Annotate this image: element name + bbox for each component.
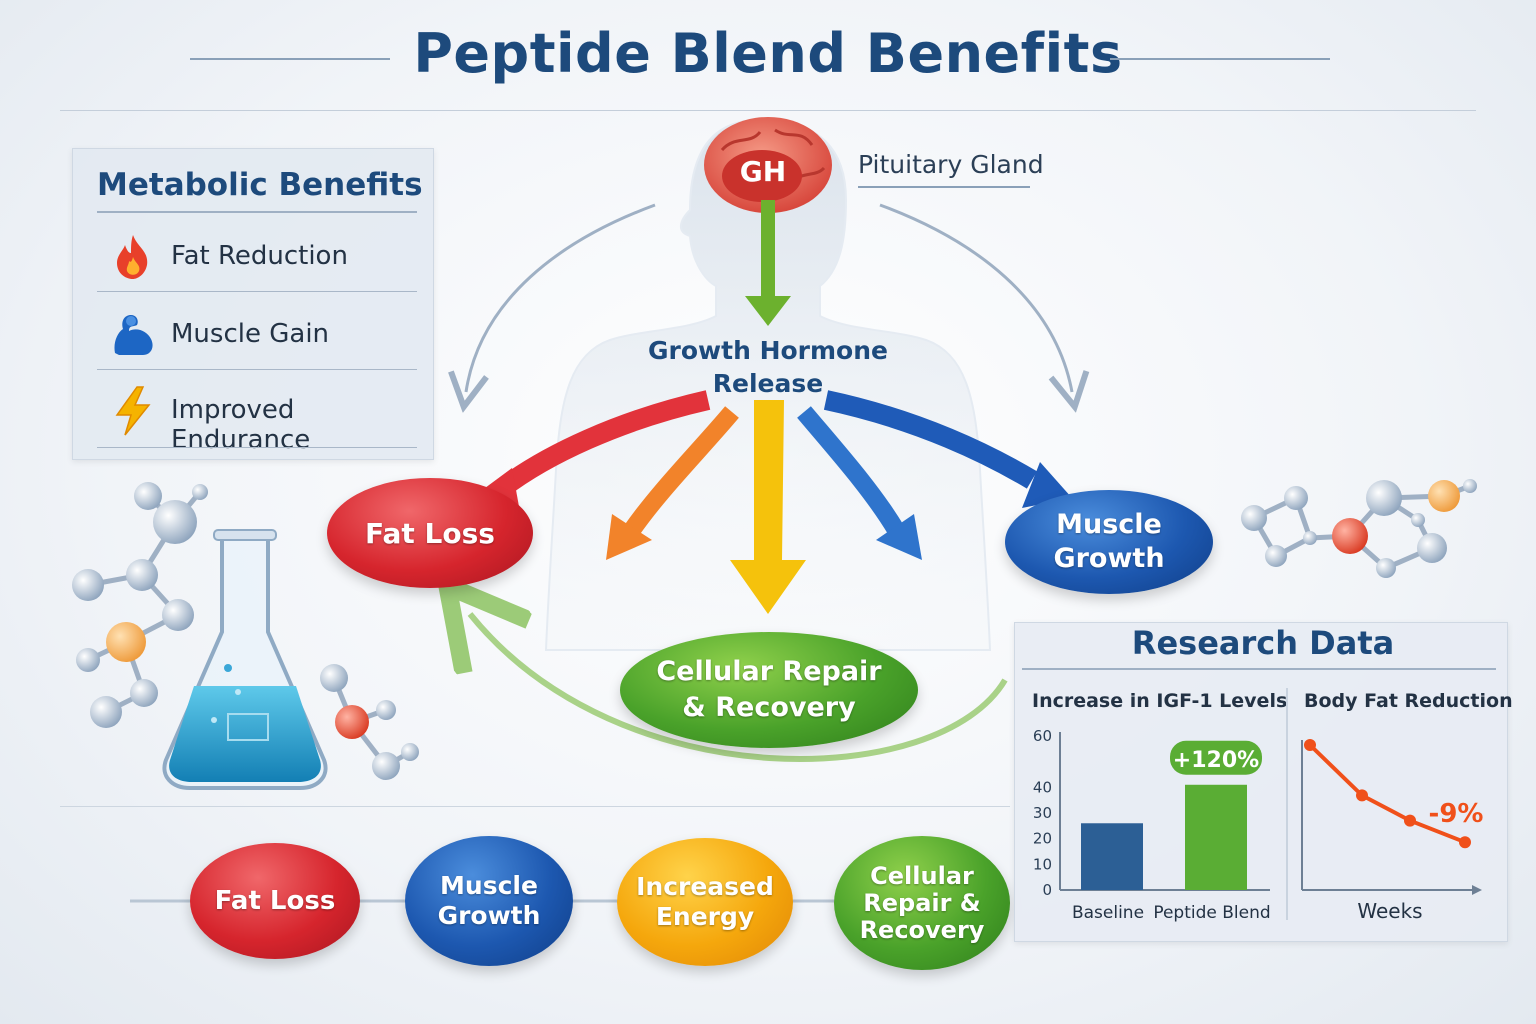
outcome-label-line2: Growth: [1053, 543, 1165, 574]
igf-bar: [1185, 784, 1247, 890]
benefit-item-muscle-gain: Muscle Gain: [101, 305, 421, 365]
outcome-muscle-growth: Muscle Growth: [1005, 490, 1213, 594]
bottom-muscle-growth: Muscle Growth: [405, 836, 573, 966]
fat-series-line: [1308, 743, 1466, 845]
igf-x-tick-label: Baseline: [1072, 903, 1144, 923]
chart-divider: [1286, 688, 1288, 920]
fat-x-axis-label: Weeks: [1357, 899, 1422, 923]
title-divider-left: [190, 58, 390, 60]
molecule-small-icon: [320, 664, 419, 780]
benefit-item-improved-endurance: Improved Endurance: [101, 381, 421, 455]
igf-annotation-badge: [1170, 740, 1262, 775]
bottom-cellular-repair: Cellular Repair & Recovery: [834, 836, 1010, 970]
bottom-fat-loss: Fat Loss: [190, 843, 360, 959]
metabolic-heading-rule: [97, 211, 417, 213]
benefit-label: Fat Reduction: [171, 241, 348, 271]
fat-data-point: [1459, 836, 1471, 849]
research-heading-rule: [1022, 668, 1496, 670]
benefit-divider: [97, 447, 417, 448]
bottom-label-line1: Cellular: [870, 861, 974, 890]
outcome-cellular-repair: Cellular Repair & Recovery: [620, 632, 918, 748]
flexed-arm-icon: [107, 309, 159, 361]
benefit-divider: [97, 291, 417, 292]
flask-icon: [162, 529, 328, 790]
flame-icon: [107, 231, 159, 283]
title-divider-right: [1110, 58, 1330, 60]
page-title: Peptide Blend Benefits: [413, 22, 1123, 85]
benefit-label: Muscle Gain: [171, 319, 330, 349]
benefit-label: Improved Endurance: [171, 395, 311, 455]
fat-x-axis-arrow: [1472, 885, 1482, 895]
outcome-label-line2: & Recovery: [682, 692, 856, 723]
igf-y-tick-label: 10: [1033, 855, 1052, 873]
igf-bar: [1081, 823, 1143, 890]
metabolic-benefits-heading: Metabolic Benefits: [97, 167, 423, 203]
bottom-label-line2: Growth: [437, 901, 541, 930]
fat-annotation: -9%: [1429, 799, 1484, 829]
benefit-item-fat-reduction: Fat Reduction: [101, 227, 421, 287]
outcome-label: Fat Loss: [365, 516, 495, 550]
metabolic-benefits-panel: Metabolic Benefits Fat Reduction Muscle …: [72, 148, 434, 460]
bottom-label: Fat Loss: [214, 886, 336, 916]
fat-data-point: [1304, 739, 1316, 751]
igf-annotation: +120%: [1173, 748, 1259, 773]
igf-y-tick-label: 0: [1042, 881, 1052, 899]
fat-data-point: [1404, 814, 1416, 827]
fat-data-point: [1356, 789, 1368, 802]
lightning-icon: [107, 385, 159, 437]
igf-chart-title: Increase in IGF-1 Levels: [1032, 690, 1288, 712]
bottom-label-line1: Increased: [636, 872, 774, 901]
header-rule: [60, 110, 1476, 111]
bottom-label-line3: Recovery: [859, 915, 985, 944]
fat-chart-title: Body Fat Reduction: [1304, 690, 1513, 712]
igf-y-tick-label: 40: [1033, 778, 1052, 796]
pituitary-label-rule: [858, 186, 1030, 188]
bottom-label-line2: Energy: [655, 902, 755, 931]
bottom-label-line1: Muscle: [440, 871, 538, 900]
outcome-label-line1: Cellular Repair: [656, 656, 882, 687]
igf-x-tick-label: Peptide Blend: [1153, 903, 1270, 923]
pituitary-gland-label: Pituitary Gland: [858, 150, 1044, 179]
molecule-left-icon: [72, 482, 208, 728]
growth-hormone-release-label: Growth Hormone Release: [648, 336, 888, 398]
outcome-fat-loss: Fat Loss: [327, 478, 533, 588]
molecule-right-icon: [1241, 479, 1477, 578]
igf-y-tick-label: 60: [1033, 727, 1052, 745]
research-data-heading: Research Data: [1131, 624, 1395, 662]
benefit-divider: [97, 369, 417, 370]
igf-y-tick-label: 20: [1033, 830, 1052, 848]
outcome-label-line1: Muscle: [1056, 509, 1162, 540]
bottom-label-line2: Repair &: [863, 888, 981, 917]
igf-y-tick-label: 30: [1033, 804, 1052, 822]
section-rule: [60, 806, 1010, 807]
gh-badge: GH: [739, 155, 787, 188]
bottom-increased-energy: Increased Energy: [617, 838, 793, 966]
